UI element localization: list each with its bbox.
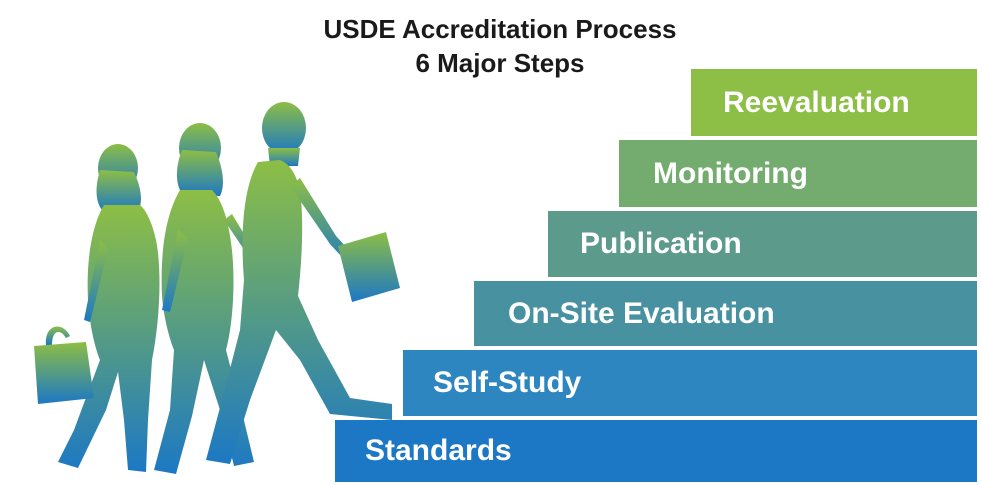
- step-standards: Standards: [335, 420, 977, 482]
- step-label: On-Site Evaluation: [508, 296, 775, 330]
- step-label: Standards: [365, 434, 512, 467]
- step-reevaluation: Reevaluation: [691, 69, 977, 136]
- step-on-site-evaluation: On-Site Evaluation: [474, 281, 977, 346]
- man-with-folder-figure: [206, 102, 400, 464]
- step-publication: Publication: [548, 211, 977, 277]
- title-line-2: 6 Major Steps: [415, 48, 585, 78]
- diagram-title: USDE Accreditation Process 6 Major Steps: [230, 12, 770, 80]
- walking-people-silhouette-icon: [34, 102, 400, 474]
- step-label: Publication: [580, 227, 742, 260]
- step-monitoring: Monitoring: [619, 140, 977, 207]
- step-label: Reevaluation: [723, 85, 910, 119]
- step-label: Self-Study: [433, 366, 582, 399]
- title-line-1: USDE Accreditation Process: [323, 14, 677, 44]
- woman-with-handbag-figure: [34, 144, 160, 472]
- step-label: Monitoring: [653, 156, 808, 190]
- step-self-study: Self-Study: [403, 350, 977, 416]
